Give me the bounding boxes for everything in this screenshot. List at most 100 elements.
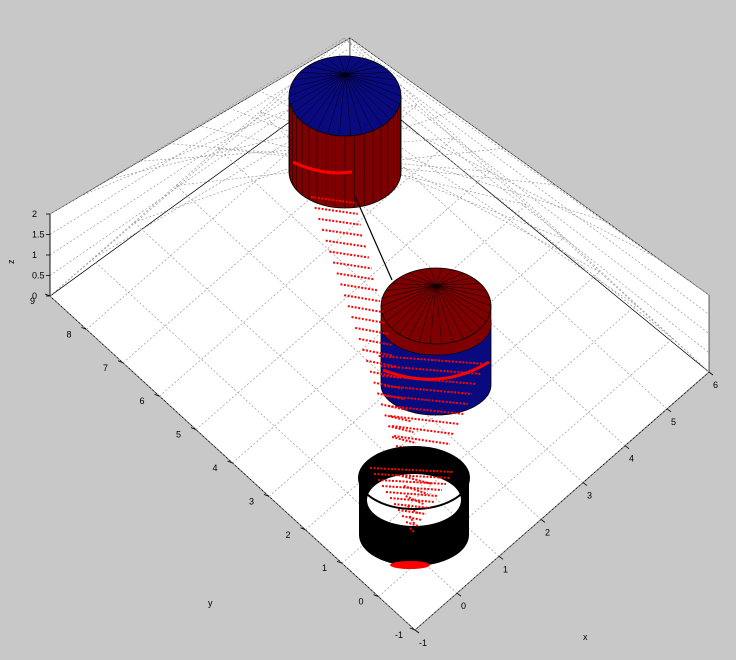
gridline-y xyxy=(159,137,454,397)
cylinder-upper xyxy=(288,55,402,209)
beam-row xyxy=(369,467,455,473)
beam-spot xyxy=(390,561,430,569)
beam-row xyxy=(385,491,439,497)
beam-row xyxy=(351,316,386,324)
y-tick-label: 1 xyxy=(322,563,327,573)
x-tick xyxy=(414,629,420,634)
gridline-y xyxy=(268,238,564,497)
x-tick-label: 6 xyxy=(713,380,718,390)
x-tick-label: 0 xyxy=(461,601,466,611)
y-tick-label: 3 xyxy=(249,496,254,506)
cap-spoke xyxy=(408,284,437,340)
y-tick xyxy=(227,460,233,464)
cylinder-middle-cap-facets xyxy=(380,268,492,344)
gridline-x xyxy=(133,222,500,557)
cap-spoke xyxy=(344,73,352,136)
cap-spoke xyxy=(290,73,346,88)
y-tick xyxy=(300,527,306,531)
cap-spoke xyxy=(344,73,397,80)
cap-spoke xyxy=(435,284,490,299)
cylinder-middle xyxy=(380,267,492,416)
z-axis-label: z xyxy=(6,259,16,264)
cap-spoke xyxy=(344,73,397,113)
y-tick-label: 9 xyxy=(30,296,35,306)
cap-spoke xyxy=(399,277,437,286)
y-tick-label: 0 xyxy=(359,597,364,607)
cap-spoke xyxy=(385,284,437,322)
gridline-x-wall xyxy=(301,74,658,259)
cap-spoke xyxy=(380,284,437,307)
y-tick xyxy=(409,627,416,631)
z-tick-label: 0 xyxy=(32,291,37,301)
beam-row xyxy=(381,485,443,491)
cap-spoke xyxy=(435,284,474,335)
beam-row xyxy=(409,527,415,533)
y-tick xyxy=(373,594,379,597)
cap-spoke xyxy=(391,283,437,286)
cap-spoke xyxy=(385,284,437,291)
cap-spoke xyxy=(408,272,437,286)
z-tick-label: 0.5 xyxy=(32,271,45,281)
cylinder-middle-cap xyxy=(380,267,492,345)
cap-spoke xyxy=(435,284,464,340)
gridline-y-wall xyxy=(49,37,345,215)
gridline-y xyxy=(232,204,527,464)
x-tick xyxy=(456,592,462,597)
cap-spoke xyxy=(293,73,346,113)
cap-spoke xyxy=(307,73,346,126)
gridline-y xyxy=(305,271,600,531)
beam-row xyxy=(377,479,447,485)
cap-spoke xyxy=(327,57,346,75)
cap-spoke xyxy=(344,66,383,75)
cap-spoke xyxy=(435,284,481,329)
cap-spoke xyxy=(288,73,346,97)
cap-spoke xyxy=(344,73,383,126)
cap-spoke xyxy=(430,268,437,286)
x-tick xyxy=(666,408,672,413)
beam-row xyxy=(380,403,408,412)
y-tick-label: 5 xyxy=(176,430,181,440)
beam-row xyxy=(318,217,361,226)
cap-spoke xyxy=(344,73,363,135)
cap-spoke xyxy=(344,73,400,105)
y-tick-label: 6 xyxy=(140,396,145,406)
x-tick xyxy=(708,371,714,376)
gridline-y xyxy=(414,371,710,631)
cap-spoke xyxy=(435,284,487,322)
cap-spoke xyxy=(435,269,454,286)
beam-row xyxy=(329,250,370,259)
cap-spoke xyxy=(344,73,391,120)
cap-spoke xyxy=(418,285,437,343)
x-tick-label: 4 xyxy=(629,454,634,464)
cap-spoke xyxy=(435,284,490,315)
y-tick xyxy=(190,427,197,430)
cap-spoke xyxy=(316,73,346,131)
gridline-y xyxy=(341,304,637,564)
link-line xyxy=(354,195,393,281)
cap-spoke xyxy=(327,73,346,135)
cap-spoke xyxy=(344,57,363,75)
y-tick xyxy=(81,327,87,330)
cap-spoke xyxy=(418,269,437,286)
beam-row xyxy=(362,348,395,357)
cap-spoke xyxy=(382,284,437,315)
beam-row xyxy=(358,337,392,346)
x-tick-label: 1 xyxy=(503,564,508,574)
y-tick-label: -1 xyxy=(395,630,403,640)
cap-spoke xyxy=(435,277,473,286)
cap-spoke xyxy=(344,72,391,75)
z-tick-label: 2 xyxy=(32,209,37,219)
beam-row xyxy=(405,521,419,527)
cylinder-upper-cap xyxy=(288,55,402,137)
z-tick-label: 1.5 xyxy=(32,230,45,240)
red-beam-front xyxy=(369,467,455,569)
y-tick xyxy=(336,560,343,564)
z-tick-label: 1 xyxy=(32,250,37,260)
cap-spoke xyxy=(299,72,346,75)
y-tick xyxy=(263,494,270,497)
cap-spoke xyxy=(293,73,346,80)
cap-spoke xyxy=(398,284,437,335)
beam-row xyxy=(355,326,389,335)
cap-spoke xyxy=(344,73,374,131)
